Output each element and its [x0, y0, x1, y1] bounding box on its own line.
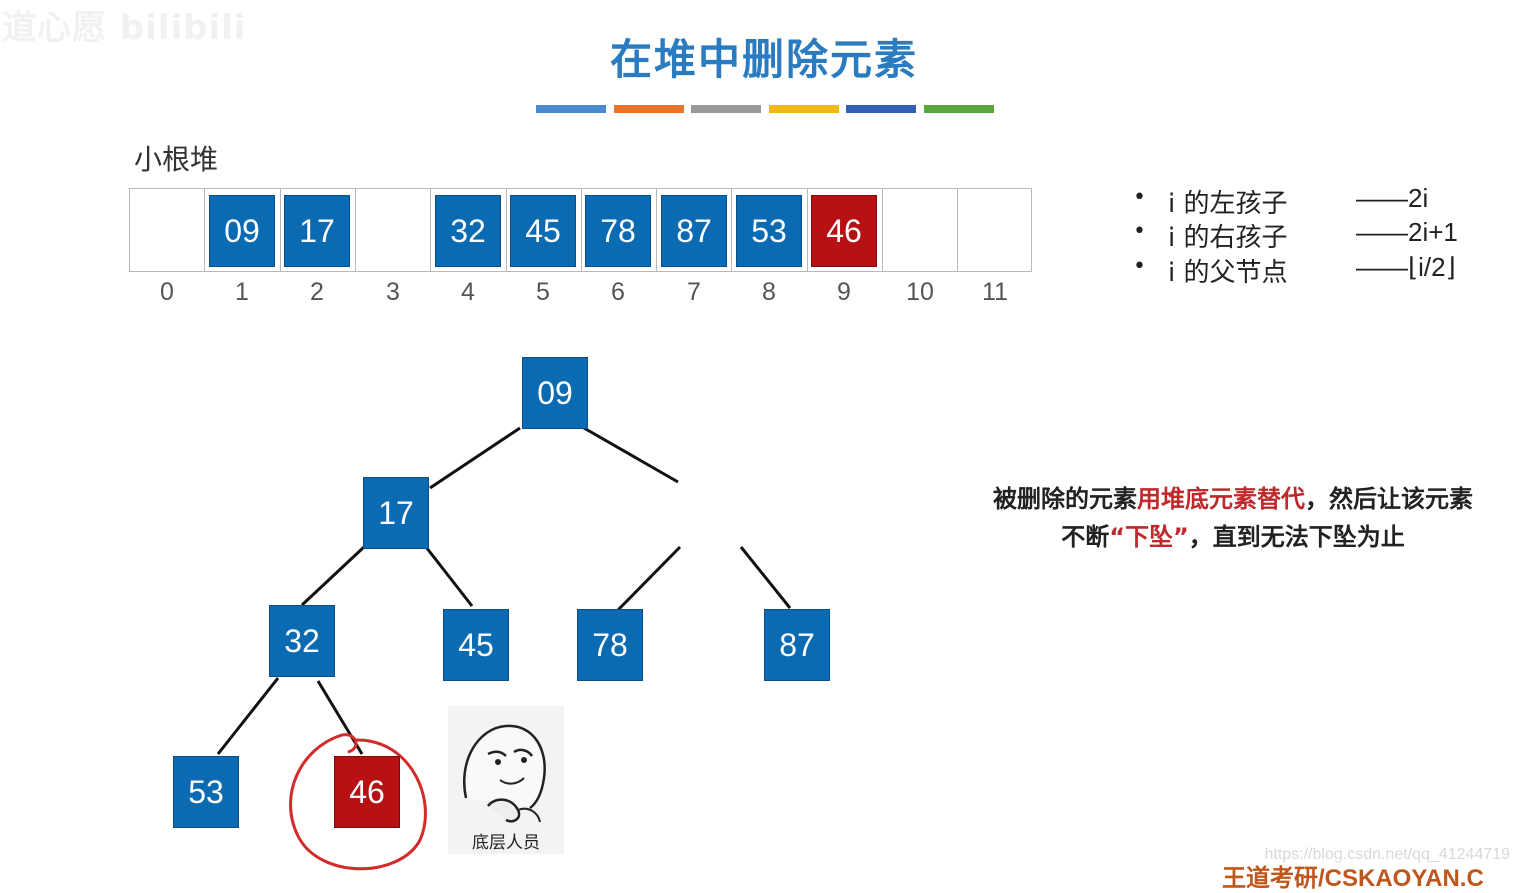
array-index-label: 0	[160, 278, 174, 306]
array-index-label: 7	[687, 278, 701, 306]
array-cell-divider	[430, 188, 431, 272]
note-highlight1: 用堆底元素替代	[1137, 485, 1305, 513]
rule-value: ——⌊i/2⌋	[1356, 252, 1456, 282]
array-index-label: 6	[611, 278, 625, 306]
tree-edge	[216, 677, 280, 755]
color-bar	[691, 105, 761, 113]
bilibili-watermark: 道心愿 bilibili	[2, 8, 247, 48]
array-index-label: 1	[235, 278, 249, 306]
tree-edge	[300, 545, 366, 607]
csdn-watermark: https://blog.csdn.net/qq_41244719	[1264, 846, 1510, 863]
array-cell-divider	[280, 188, 281, 272]
heap-label: 小根堆	[134, 143, 219, 176]
tree-node: 32	[269, 605, 335, 677]
bullet-icon: •	[1133, 254, 1146, 279]
tree-edge	[616, 545, 682, 612]
heap-tree-edges	[216, 426, 792, 871]
array-cell-value: 17	[284, 195, 350, 267]
array-index-label: 8	[762, 278, 776, 306]
rule-value: ——2i+1	[1356, 217, 1458, 247]
bullet-icon: •	[1133, 185, 1146, 210]
tree-node: 17	[363, 477, 429, 549]
highlight-circle	[289, 733, 427, 871]
note-part2: ，然后让该元素不断	[1061, 485, 1473, 551]
color-bar	[846, 105, 916, 113]
rule-value: ——2i	[1356, 183, 1429, 213]
rule-label: i 的左孩子	[1168, 189, 1288, 219]
array-cell-value: 78	[585, 195, 651, 267]
color-bar	[536, 105, 606, 113]
heap-array	[129, 188, 1032, 272]
array-index-label: 2	[310, 278, 324, 306]
meme-face-icon	[463, 724, 546, 823]
meme-caption: 底层人员	[472, 833, 540, 853]
note-part1: 被删除的元素	[993, 485, 1137, 513]
bullet-icon: •	[1133, 219, 1146, 244]
deletion-note: 被删除的元素用堆底元素替代，然后让该元素不断“下坠”，直到无法下坠为止	[988, 480, 1478, 556]
array-cell-divider	[204, 188, 205, 272]
array-index-label: 9	[837, 278, 851, 306]
color-bar	[613, 105, 684, 113]
tree-node: 45	[443, 609, 509, 681]
array-cell-value: 45	[510, 195, 576, 267]
tree-edge	[429, 426, 521, 490]
array-cell-divider	[656, 188, 657, 272]
color-bar	[923, 105, 994, 113]
array-index-label: 4	[461, 278, 475, 306]
array-cell-value: 32	[435, 195, 501, 267]
array-cell-divider	[506, 188, 507, 272]
array-index-label: 3	[386, 278, 400, 306]
footer-brand: 王道考研/CSKAOYAN.C	[1222, 865, 1484, 892]
array-cell-value: 09	[209, 195, 275, 267]
color-bar	[768, 105, 839, 113]
array-cell-value: 53	[736, 195, 802, 267]
rule-label: i 的父节点	[1168, 258, 1288, 288]
array-index-label: 10	[906, 278, 934, 306]
slide-title: 在堆中删除元素	[609, 35, 918, 84]
tree-edge	[739, 546, 792, 609]
array-cell-divider	[807, 188, 808, 272]
tree-node: 09	[522, 357, 588, 429]
array-cell-divider	[731, 188, 732, 272]
tree-node: 87	[764, 609, 830, 681]
note-part3: ，直到无法下坠为止	[1188, 523, 1405, 551]
tree-edge	[583, 426, 679, 484]
tree-edge	[424, 546, 474, 607]
tree-node: 78	[577, 609, 643, 681]
array-index-label: 11	[982, 278, 1008, 306]
tree-node: 53	[173, 756, 239, 828]
meme-image	[448, 706, 564, 854]
array-cell-divider	[355, 188, 356, 272]
array-cell-divider	[882, 188, 883, 272]
array-cell-value: 87	[661, 195, 727, 267]
array-cell-divider	[581, 188, 582, 272]
rule-label: i 的右孩子	[1168, 223, 1288, 253]
tree-node: 46	[334, 756, 400, 828]
note-highlight2: “下坠”	[1109, 523, 1189, 551]
array-index-label: 5	[536, 278, 550, 306]
array-cell-divider	[957, 188, 958, 272]
array-cell-value: 46	[811, 195, 877, 267]
